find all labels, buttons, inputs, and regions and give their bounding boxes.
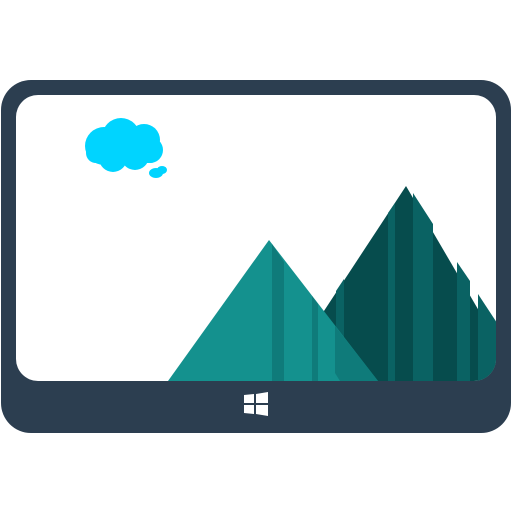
cloud-icon [85, 118, 167, 178]
landscape-scene [85, 118, 496, 381]
windows-logo-icon[interactable] [244, 392, 268, 416]
mountain-front [168, 240, 378, 381]
